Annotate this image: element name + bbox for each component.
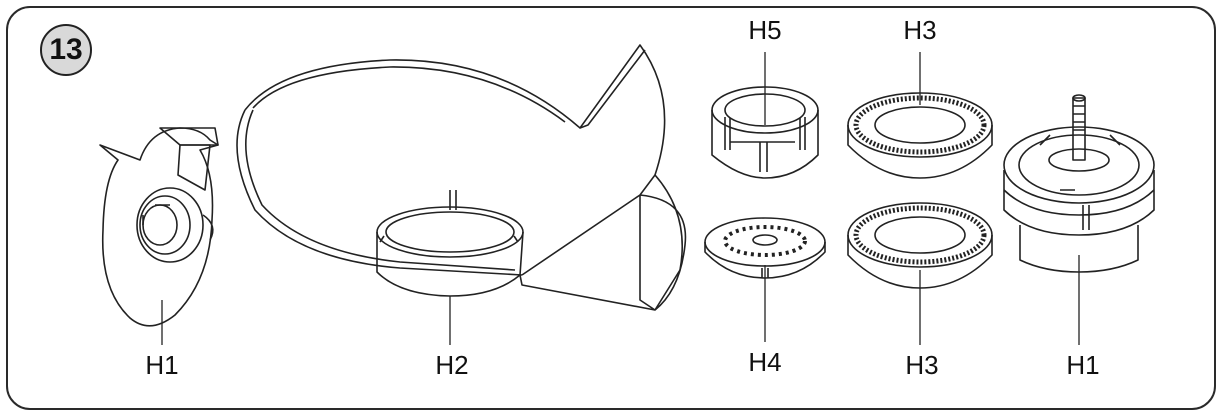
auger-blade-part — [99, 127, 219, 327]
label-h5: H5 — [748, 15, 782, 45]
step-badge: 13 — [40, 24, 92, 76]
label-h2: H2 — [435, 350, 469, 380]
drive-base-part — [1003, 94, 1155, 273]
figure-frame — [6, 6, 1216, 410]
label-h1-left: H1 — [145, 350, 179, 380]
label-h1-right: H1 — [1066, 350, 1100, 380]
label-h3-top: H3 — [903, 15, 937, 45]
cutting-disc-part-top — [847, 92, 993, 179]
label-h3-bottom: H3 — [905, 350, 939, 380]
ring-nut-part — [711, 86, 819, 179]
leader-lines — [161, 52, 1080, 345]
label-h4: H4 — [748, 347, 782, 377]
feeding-tray-part — [236, 44, 687, 311]
